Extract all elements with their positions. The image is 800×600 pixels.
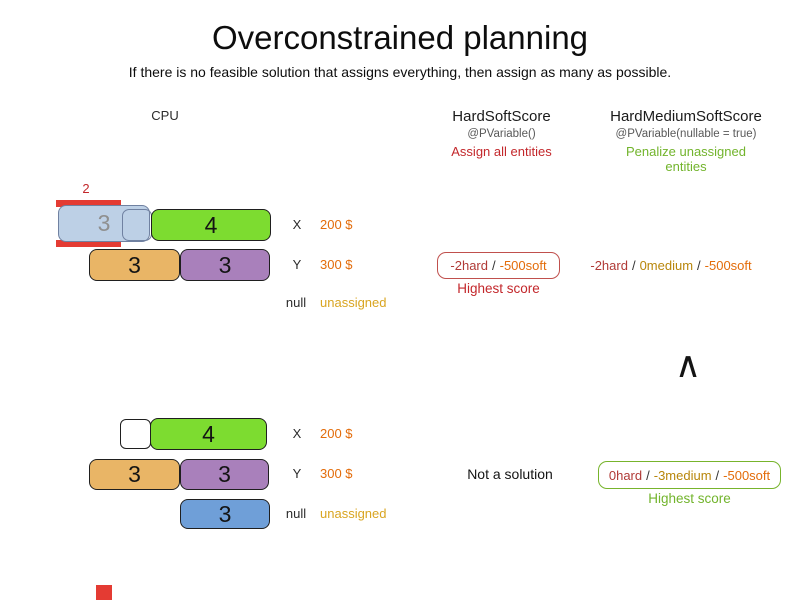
machine-y-cost-bottom: 300 $ xyxy=(320,466,353,481)
score-separator: / xyxy=(491,258,496,273)
overflow-highlight-bottom xyxy=(56,240,121,247)
not-a-solution-label: Not a solution xyxy=(467,466,553,482)
page-subtitle: If there is no feasible solution that as… xyxy=(128,64,672,80)
hardmediumsoft-score-box: 0hard / -3medium / -500soft xyxy=(598,461,781,489)
process-bar-orange-bottom: 3 xyxy=(89,459,180,490)
process-bar-blue: 3 xyxy=(58,205,152,242)
process-bar-green-bottom-value: 4 xyxy=(202,420,215,447)
hardsoftscore-note: Assign all entities xyxy=(451,144,552,159)
slide-progress-mark xyxy=(96,585,112,600)
hms-hard-value-bottom: 0hard xyxy=(608,467,643,483)
hardmediumsoftscore-header: HardMediumSoftScore @PVariable(nullable … xyxy=(592,108,780,174)
process-bar-steel-blue: 3 xyxy=(180,499,270,529)
hardmediumsoftscore-name: HardMediumSoftScore xyxy=(610,108,762,125)
page-title: Overconstrained planning xyxy=(211,19,589,56)
process-bar-orange-top: 3 xyxy=(89,249,180,281)
hms-soft-value-top: -500soft xyxy=(704,258,752,273)
hardmediumsoft-score-line: -2hard / 0medium / -500soft xyxy=(553,258,789,273)
hardsoftscore-name: HardSoftScore xyxy=(452,108,551,125)
hardsoft-soft-value: -500soft xyxy=(499,258,547,273)
highest-score-caption-bottom: Highest score xyxy=(648,491,731,506)
score-separator: / xyxy=(631,258,636,273)
score-separator: / xyxy=(646,467,650,483)
machine-y-cost-top: 300 $ xyxy=(320,257,353,272)
highest-score-caption-top: Highest score xyxy=(457,281,540,296)
process-bar-green-top-value: 4 xyxy=(204,211,218,238)
process-bar-orange-top-value: 3 xyxy=(128,251,141,278)
process-bar-purple-bottom: 3 xyxy=(180,459,269,490)
process-bar-blue-segment xyxy=(122,209,152,241)
hms-medium-value-bottom: -3medium xyxy=(653,467,712,483)
hms-hard-value-top: -2hard xyxy=(590,258,628,273)
process-bar-purple-bottom-value: 3 xyxy=(218,461,231,487)
null-row-label-top: null xyxy=(285,295,307,310)
process-bar-purple-top: 3 xyxy=(180,249,270,281)
machine-y-label-bottom: Y xyxy=(292,466,302,481)
process-bar-orange-bottom-value: 3 xyxy=(128,461,141,487)
hms-soft-value-bottom: -500soft xyxy=(723,467,771,483)
process-bar-blue-value: 3 xyxy=(97,210,111,236)
machine-x-label-top: X xyxy=(292,217,302,232)
machine-x-cost-bottom: 200 $ xyxy=(320,426,353,441)
score-separator: / xyxy=(715,467,720,483)
hardsoft-hard-value: -2hard xyxy=(450,258,488,273)
process-bar-green-top: 4 xyxy=(151,209,271,241)
hardsoft-score-box: -2hard / -500soft xyxy=(437,252,560,279)
null-row-label-bottom: null xyxy=(285,506,307,521)
hardsoftscore-header: HardSoftScore @PVariable() Assign all en… xyxy=(419,108,584,159)
overflow-count-label: 2 xyxy=(82,181,90,196)
machine-x-label-bottom: X xyxy=(292,426,302,441)
empty-capacity-slot xyxy=(120,419,151,449)
process-bar-purple-top-value: 3 xyxy=(218,251,232,278)
process-bar-steel-blue-value: 3 xyxy=(218,500,232,527)
machine-x-cost-top: 200 $ xyxy=(320,217,353,232)
hms-medium-value-top: 0medium xyxy=(639,258,694,273)
overflow-highlight-top xyxy=(56,200,121,207)
unassigned-value-bottom: unassigned xyxy=(320,506,387,521)
machine-y-label-top: Y xyxy=(292,257,302,272)
hardmediumsoftscore-annotation: @PVariable(nullable = true) xyxy=(615,128,757,140)
hardmediumsoftscore-note: Penalize unassigned entities xyxy=(626,144,746,174)
process-bar-green-bottom: 4 xyxy=(150,418,267,450)
cpu-column-label: CPU xyxy=(151,108,179,123)
greater-than-icon: ∧ xyxy=(674,344,702,385)
hardsoftscore-annotation: @PVariable() xyxy=(467,128,536,140)
score-separator: / xyxy=(697,258,701,273)
unassigned-value-top: unassigned xyxy=(320,295,387,310)
